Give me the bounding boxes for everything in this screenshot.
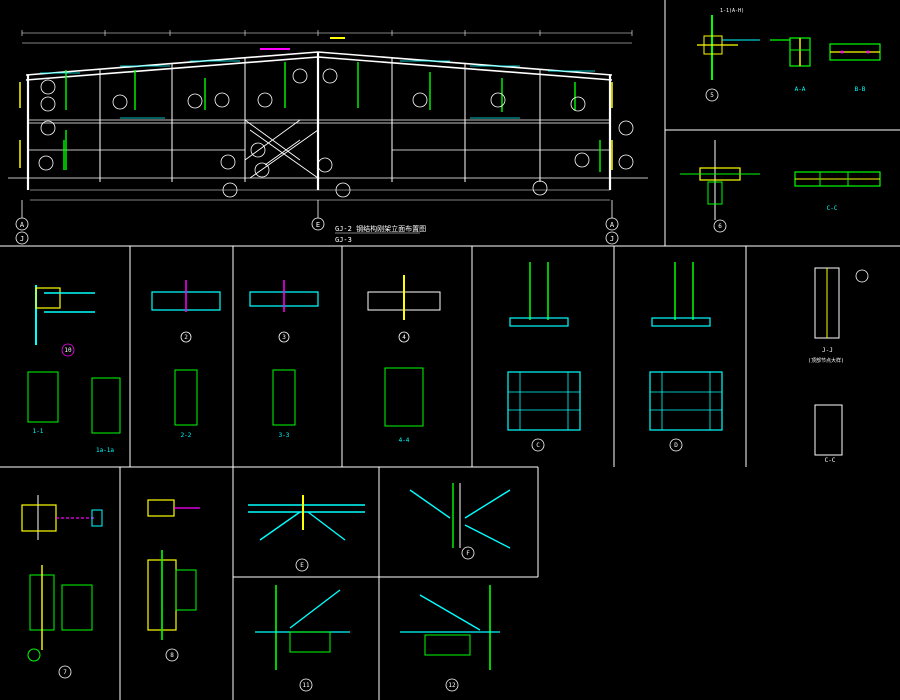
detail-e bbox=[248, 495, 365, 572]
label-detail-3: 3 bbox=[282, 334, 286, 341]
label-section-a: A-A bbox=[795, 86, 806, 93]
detail-section-b: B-B bbox=[829, 43, 881, 93]
detail-4: 4-4 bbox=[367, 275, 441, 444]
detail-10: 1-1 1a-1a bbox=[27, 285, 121, 454]
label-section-4: 4-4 bbox=[399, 437, 410, 444]
label-detail-d: D bbox=[674, 442, 678, 449]
label-detail-11: 11 bbox=[302, 682, 310, 689]
label-section-2: 2-2 bbox=[181, 432, 192, 439]
detail-2: 2-2 bbox=[151, 280, 221, 439]
label-detail-8: 8 bbox=[170, 652, 174, 659]
label-detail-2: 2 bbox=[184, 334, 188, 341]
label-j-note: (顶部节点大样) bbox=[808, 357, 844, 364]
label-detail-4: 4 bbox=[402, 334, 406, 341]
label-section-c2: C-C bbox=[825, 457, 836, 464]
detail-f bbox=[409, 483, 511, 560]
label-detail-c: C bbox=[536, 442, 540, 449]
label-section-1: 1-1 bbox=[33, 428, 44, 435]
detail-section-a: A-A bbox=[789, 37, 811, 93]
label-section-b: B-B bbox=[855, 86, 866, 93]
detail-12 bbox=[400, 585, 500, 692]
label-section-c: C-C bbox=[827, 205, 838, 212]
label-detail-10: 10 bbox=[64, 347, 72, 354]
detail-d-base bbox=[649, 262, 723, 452]
axis-label-a-right: A bbox=[610, 221, 615, 229]
axis-label-a-left: A bbox=[20, 221, 25, 229]
detail-c-base bbox=[507, 262, 581, 452]
axis-label-j-left: J bbox=[20, 235, 24, 243]
label-detail-f: F bbox=[466, 550, 470, 557]
axis-label-e: E bbox=[316, 221, 320, 229]
detail-8-bottom bbox=[147, 499, 200, 662]
svg-text:1-1(A-H): 1-1(A-H) bbox=[720, 8, 744, 14]
label-detail-6: 6 bbox=[718, 223, 722, 230]
label-section-j: J-J bbox=[822, 347, 833, 354]
label-detail-5: 5 bbox=[710, 92, 714, 99]
detail-j-j: J-J (顶部节点大样) C-C bbox=[808, 267, 869, 464]
label-detail-12: 12 bbox=[448, 682, 456, 689]
detail-7 bbox=[21, 495, 103, 679]
label-section-3: 3-3 bbox=[279, 432, 290, 439]
elevation-caption: GJ-2 钢结构刚架立面布置图 bbox=[335, 224, 426, 233]
axis-label-j-right: J bbox=[610, 235, 614, 243]
label-detail-e: E bbox=[300, 562, 304, 569]
detail-11 bbox=[255, 585, 350, 692]
label-detail-7: 7 bbox=[63, 669, 67, 676]
detail-9-top: 1-1(A-H) bbox=[697, 8, 790, 102]
frame-elevation: A J E A J GJ-2 钢结构刚架立面布置图 GJ-3 bbox=[8, 30, 648, 245]
label-section-1a: 1a-1a bbox=[96, 447, 114, 454]
detail-8-middle-right: C-C bbox=[680, 140, 881, 233]
detail-3: 3-3 bbox=[249, 280, 319, 439]
elevation-caption-2: GJ-3 bbox=[335, 236, 352, 244]
